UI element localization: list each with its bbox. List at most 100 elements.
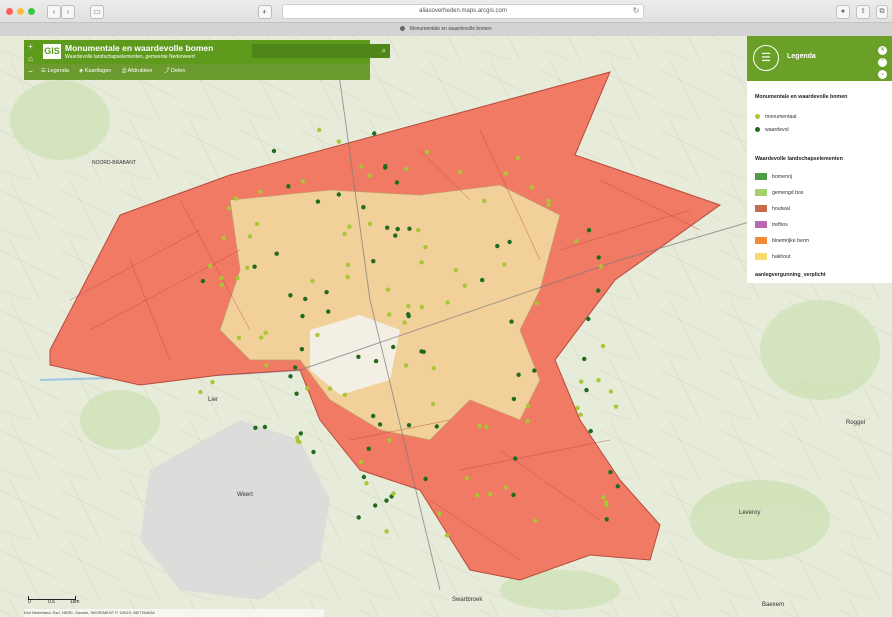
tree-point[interactable] — [315, 199, 321, 204]
tree-point[interactable] — [364, 481, 369, 486]
tree-point[interactable] — [361, 474, 367, 480]
tree-point[interactable] — [356, 515, 361, 520]
tree-point[interactable] — [546, 202, 551, 208]
tree-point[interactable] — [458, 169, 463, 174]
tree-point[interactable] — [584, 387, 589, 393]
tree-point[interactable] — [604, 503, 609, 508]
toolbar-legend[interactable]: ☰ Legenda — [41, 64, 69, 79]
tree-point[interactable] — [336, 192, 341, 197]
tree-point[interactable] — [601, 495, 606, 500]
tree-point[interactable] — [298, 431, 303, 436]
tree-point[interactable] — [444, 533, 450, 538]
tree-point[interactable] — [511, 396, 517, 402]
tree-point[interactable] — [327, 386, 333, 391]
tree-point[interactable] — [604, 499, 609, 505]
chevron-up-icon[interactable]: ⌃ — [878, 58, 887, 67]
tree-point[interactable] — [406, 304, 411, 309]
tree-point[interactable] — [342, 392, 348, 397]
tabs-icon[interactable]: ⧉ — [876, 5, 888, 19]
chevron-down-icon[interactable]: ⌄ — [878, 70, 887, 79]
tree-point[interactable] — [513, 456, 518, 461]
tree-point[interactable] — [274, 251, 279, 256]
tree-point[interactable] — [293, 365, 298, 370]
forward-button[interactable]: › — [61, 5, 75, 19]
tree-point[interactable] — [383, 164, 388, 169]
tree-point[interactable] — [219, 282, 224, 288]
tree-point[interactable] — [294, 391, 299, 396]
tree-point[interactable] — [367, 221, 373, 226]
tree-point[interactable] — [495, 243, 500, 249]
tree-point[interactable] — [586, 316, 591, 322]
tree-point[interactable] — [423, 476, 428, 482]
tree-point[interactable] — [345, 274, 350, 280]
tab-title[interactable]: Monumentale en waardevolle bomen — [409, 26, 492, 32]
tree-point[interactable] — [299, 347, 305, 352]
tree-point[interactable] — [599, 264, 604, 269]
tree-point[interactable] — [424, 149, 430, 155]
zoom-out-button[interactable]: − — [28, 67, 33, 76]
tree-point[interactable] — [586, 228, 592, 233]
tree-point[interactable] — [475, 493, 480, 498]
tree-point[interactable] — [264, 363, 269, 368]
tree-point[interactable] — [288, 374, 293, 379]
reload-button[interactable]: ↻ — [632, 6, 640, 15]
tree-point[interactable] — [608, 469, 613, 475]
tree-point[interactable] — [271, 148, 277, 154]
toolbar-print[interactable]: ⎙ Afdrukken — [122, 64, 152, 79]
tree-point[interactable] — [574, 238, 579, 244]
tree-point[interactable] — [336, 139, 341, 144]
tree-point[interactable] — [615, 484, 620, 489]
tree-point[interactable] — [423, 245, 428, 250]
tree-point[interactable] — [503, 485, 509, 490]
tree-point[interactable] — [596, 288, 601, 293]
tree-point[interactable] — [356, 354, 361, 359]
tree-point[interactable] — [300, 179, 306, 184]
tree-point[interactable] — [488, 492, 493, 497]
tree-point[interactable] — [315, 332, 320, 338]
tree-point[interactable] — [482, 198, 487, 203]
tree-point[interactable] — [317, 127, 322, 133]
tree-point[interactable] — [387, 312, 392, 317]
tree-point[interactable] — [345, 262, 351, 267]
tree-point[interactable] — [462, 283, 467, 288]
tree-point[interactable] — [342, 231, 347, 237]
tree-point[interactable] — [252, 264, 257, 269]
tree-point[interactable] — [431, 366, 436, 371]
tree-point[interactable] — [416, 228, 421, 233]
tree-point[interactable] — [247, 234, 253, 239]
tree-point[interactable] — [613, 404, 619, 409]
tree-point[interactable] — [515, 155, 521, 161]
tree-point[interactable] — [403, 363, 409, 368]
tree-point[interactable] — [404, 166, 409, 172]
tree-point[interactable] — [359, 164, 364, 169]
tree-point[interactable] — [387, 438, 392, 443]
tree-point[interactable] — [310, 278, 315, 284]
tree-point[interactable] — [236, 335, 242, 340]
tree-point[interactable] — [430, 401, 436, 407]
close-window-icon[interactable] — [6, 8, 13, 15]
tree-point[interactable] — [437, 511, 442, 516]
tree-point[interactable] — [347, 224, 352, 229]
tree-point[interactable] — [377, 422, 383, 427]
search-input[interactable]: ⌕ — [252, 44, 390, 58]
tree-point[interactable] — [511, 492, 516, 498]
home-button[interactable]: ⌂ — [28, 54, 33, 63]
tree-point[interactable] — [226, 206, 231, 211]
tree-point[interactable] — [235, 275, 240, 281]
zoom-window-icon[interactable] — [28, 8, 35, 15]
tree-point[interactable] — [464, 476, 469, 481]
tree-point[interactable] — [373, 503, 378, 508]
toolbar-layers[interactable]: ◈ Kaartlagen — [79, 64, 111, 79]
tree-point[interactable] — [259, 335, 264, 340]
tree-point[interactable] — [207, 263, 213, 269]
tree-point[interactable] — [529, 185, 535, 190]
tree-point[interactable] — [533, 518, 538, 523]
tree-point[interactable] — [604, 517, 609, 522]
tree-point[interactable] — [384, 498, 389, 503]
tree-point[interactable] — [507, 239, 512, 245]
tree-point[interactable] — [233, 196, 238, 201]
tree-point[interactable] — [391, 344, 396, 350]
tree-point[interactable] — [385, 287, 391, 292]
tree-point[interactable] — [367, 173, 372, 178]
tree-point[interactable] — [546, 198, 551, 203]
